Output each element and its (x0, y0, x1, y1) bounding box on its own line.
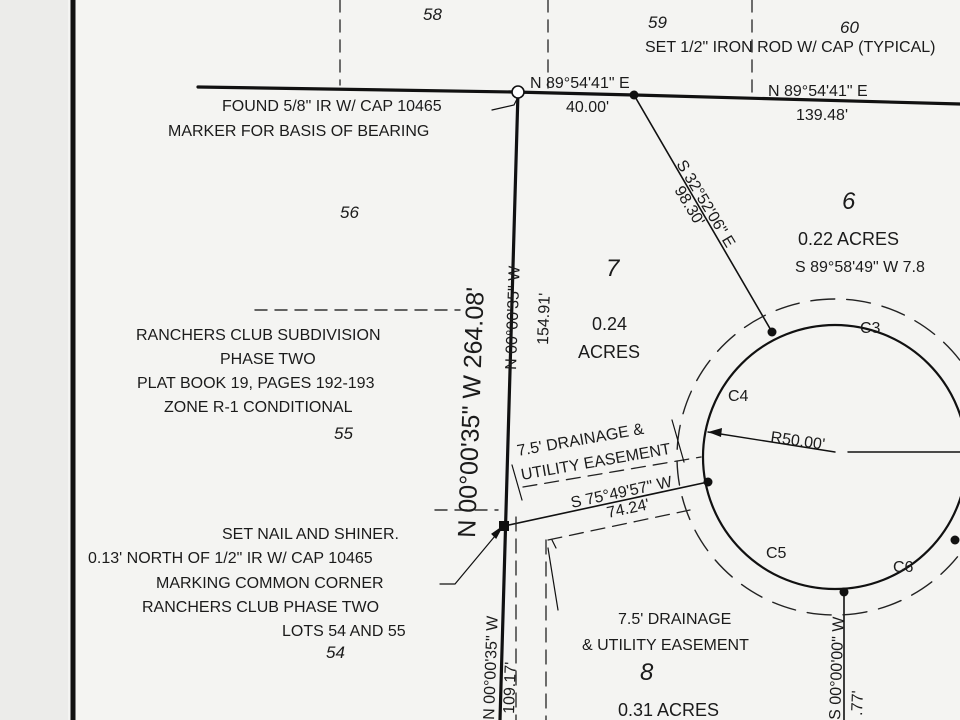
found-rod-note-line-1: FOUND 5/8" IR W/ CAP 10465 (222, 98, 442, 115)
lot-7: 7 (606, 255, 621, 282)
nail-note-line-1: SET NAIL AND SHINER. (222, 526, 399, 543)
nail-note-line-2: 0.13' NORTH OF 1/2" IR W/ CAP 10465 (88, 550, 373, 567)
west-line-lower-distance: 109.17' (501, 662, 520, 715)
lot-7-area-unit: ACRES (578, 342, 640, 362)
nail-note-line-3: MARKING COMMON CORNER (156, 575, 384, 592)
lot-8: 8 (640, 659, 654, 686)
found-rod-note-line-2: MARKER FOR BASIS OF BEARING (168, 123, 429, 140)
subdivision-note-line-3: PLAT BOOK 19, PAGES 192-193 (137, 375, 375, 392)
west-line-upper-distance: 154.91' (535, 293, 554, 346)
lot-7-area-value: 0.24 (592, 314, 627, 334)
nail-note-line-5: LOTS 54 AND 55 (282, 623, 406, 640)
west-line-lower-bearing: N 00°00'35" W (481, 615, 502, 720)
curve-c3-label: C3 (860, 320, 881, 337)
west-line-upper-bearing: N 00°00'35" W (503, 265, 524, 370)
curve-c6-label: C6 (893, 559, 914, 576)
lot-6-south-bearing: S 89°58'49" W 7.8 (795, 259, 925, 276)
easement-arc (676, 298, 960, 616)
lot-55: 55 (334, 424, 353, 443)
nail-note-line-4: RANCHERS CLUB PHASE TWO (142, 599, 379, 616)
lot-6-area: 0.22 ACRES (798, 229, 899, 249)
subdivision-note-line-4: ZONE R-1 CONDITIONAL (164, 399, 353, 416)
found-iron-rod-marker-icon (511, 85, 525, 99)
lot-line-7-8 (503, 481, 709, 527)
set-iron-rod-note: SET 1/2" IRON ROD W/ CAP (TYPICAL) (645, 39, 935, 56)
north-line-distance-2: 139.48' (796, 107, 848, 124)
lot-6: 6 (842, 188, 856, 215)
lot-line-6-7 (633, 94, 773, 333)
lot-8-area: 0.31 ACRES (618, 700, 719, 720)
north-line-bearing-2: N 89°54'41" E (768, 83, 868, 100)
set-iron-rod-icon (767, 327, 777, 337)
lot-58: 58 (423, 5, 442, 24)
easement-note-2-line-2: & UTILITY EASEMENT (582, 637, 749, 654)
set-iron-rod-icon (629, 90, 639, 100)
lot-8-east-distance: .77' (849, 690, 867, 716)
adjacent-lot-lines (254, 0, 753, 511)
curve-c5-label: C5 (766, 545, 787, 562)
lot-8-east-bearing: S 00°00'00" W (827, 616, 848, 720)
cul-de-sac-right-of-way (701, 323, 960, 591)
easement-lines (515, 456, 702, 720)
subdivision-note-line-2: PHASE TWO (220, 351, 316, 368)
lot-54: 54 (326, 643, 345, 662)
lot-59: 59 (648, 13, 667, 32)
subdivision-note-line-1: RANCHERS CLUB SUBDIVISION (136, 327, 381, 344)
easement-leaders (511, 419, 685, 611)
page-margin (0, 0, 68, 720)
radius-arrow-icon (708, 428, 722, 437)
set-iron-rod-icon (703, 477, 713, 487)
set-iron-rod-icon (950, 535, 960, 545)
curve-c4-label: C4 (728, 388, 749, 405)
note-leaders (439, 96, 519, 585)
lot-7-boundary (196, 85, 960, 720)
north-line-bearing-1: N 89°54'41" E (530, 75, 630, 92)
radius-line (707, 431, 836, 453)
north-line-distance-1: 40.00' (566, 99, 609, 116)
easement-note-2-line-1: 7.5' DRAINAGE (618, 611, 731, 628)
set-iron-rod-icon (839, 587, 849, 597)
lot-56: 56 (340, 203, 359, 222)
lot-60: 60 (840, 18, 859, 37)
set-nail-shiner-icon (499, 521, 509, 531)
